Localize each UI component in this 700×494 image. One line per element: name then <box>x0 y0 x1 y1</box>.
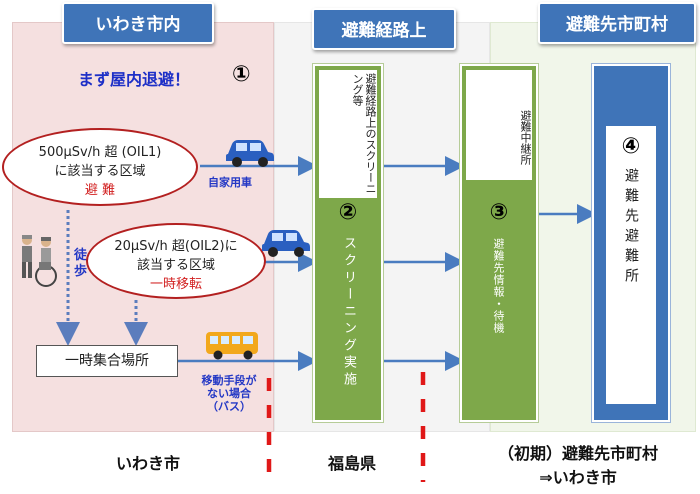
walking-char-2: 歩 <box>74 264 88 279</box>
zone-oil2-action: 一時移転 <box>149 277 202 292</box>
header-destination: 避難先市町村 <box>538 2 696 44</box>
shelter-indoors-first: まず屋内退避！ <box>78 70 191 89</box>
no-transport-line1: 移動手段が <box>201 374 257 387</box>
shelter-label: 避難先避難所 <box>623 168 639 288</box>
zone-oil1-action: 避 難 <box>84 183 116 198</box>
bottom-destination-line2: ⇒いわき市 <box>539 468 617 487</box>
header-evacuation-route: 避難経路上 <box>312 8 456 50</box>
people-icon <box>22 235 57 287</box>
bottom-destination: （初期）避難先市町村 ⇒いわき市 <box>458 442 698 490</box>
zone-oil1-line2: に該当する区域 <box>54 164 146 179</box>
zone-oil1-line1: 500μSv/h 超 (OIL1) <box>38 145 162 160</box>
zone-oil2-line2: 該当する区域 <box>136 258 215 273</box>
relay-station-column: 避難中継所 ③ 避難先情報・待機 <box>460 64 538 422</box>
bottom-destination-line1: （初期）避難先市町村 <box>497 444 658 463</box>
bottom-iwaki-city: いわき市 <box>115 454 180 473</box>
car-icon-2 <box>262 230 310 257</box>
zone-oil1-ellipse: 500μSv/h 超 (OIL1) に該当する区域 避 難 <box>2 128 198 206</box>
step-number-1: ① <box>232 62 251 87</box>
step-number-4: ④ <box>621 134 641 159</box>
bus-icon <box>206 332 258 360</box>
zone-oil2-line1: 20μSv/h 超(OIL2)に <box>114 239 238 254</box>
shelter-column: ④ 避難先避難所 <box>592 64 670 422</box>
shelter-inner: ④ 避難先避難所 <box>606 126 656 404</box>
walking-label: 徒 歩 <box>74 248 87 280</box>
step-number-3: ③ <box>489 200 509 225</box>
relay-top-label: 避難中継所 <box>466 70 532 180</box>
screening-top-label: 避難経路上のスクリーニング等 <box>319 70 377 198</box>
own-car-label: 自家用車 <box>208 176 252 189</box>
car-icon <box>226 140 274 167</box>
walking-char-1: 徒 <box>74 248 88 263</box>
step-number-2: ② <box>338 200 358 225</box>
no-transport-line2: ない場合 <box>207 387 251 400</box>
temporary-assembly-point: 一時集合場所 <box>36 345 178 377</box>
no-transport-line3: （バス） <box>207 400 251 413</box>
zone-oil2-ellipse: 20μSv/h 超(OIL2)に 該当する区域 一時移転 <box>86 223 266 299</box>
relay-main-label: 避難先情報・待機 <box>492 238 505 334</box>
screening-main-label: スクリーニング実施 <box>341 236 356 389</box>
bottom-fukushima: 福島県 <box>327 454 376 473</box>
no-transport-label: 移動手段が ない場合 （バス） <box>194 374 264 413</box>
screening-column: 避難経路上のスクリーニング等 ② スクリーニング実施 <box>313 64 383 422</box>
header-iwaki-city: いわき市内 <box>62 2 214 44</box>
